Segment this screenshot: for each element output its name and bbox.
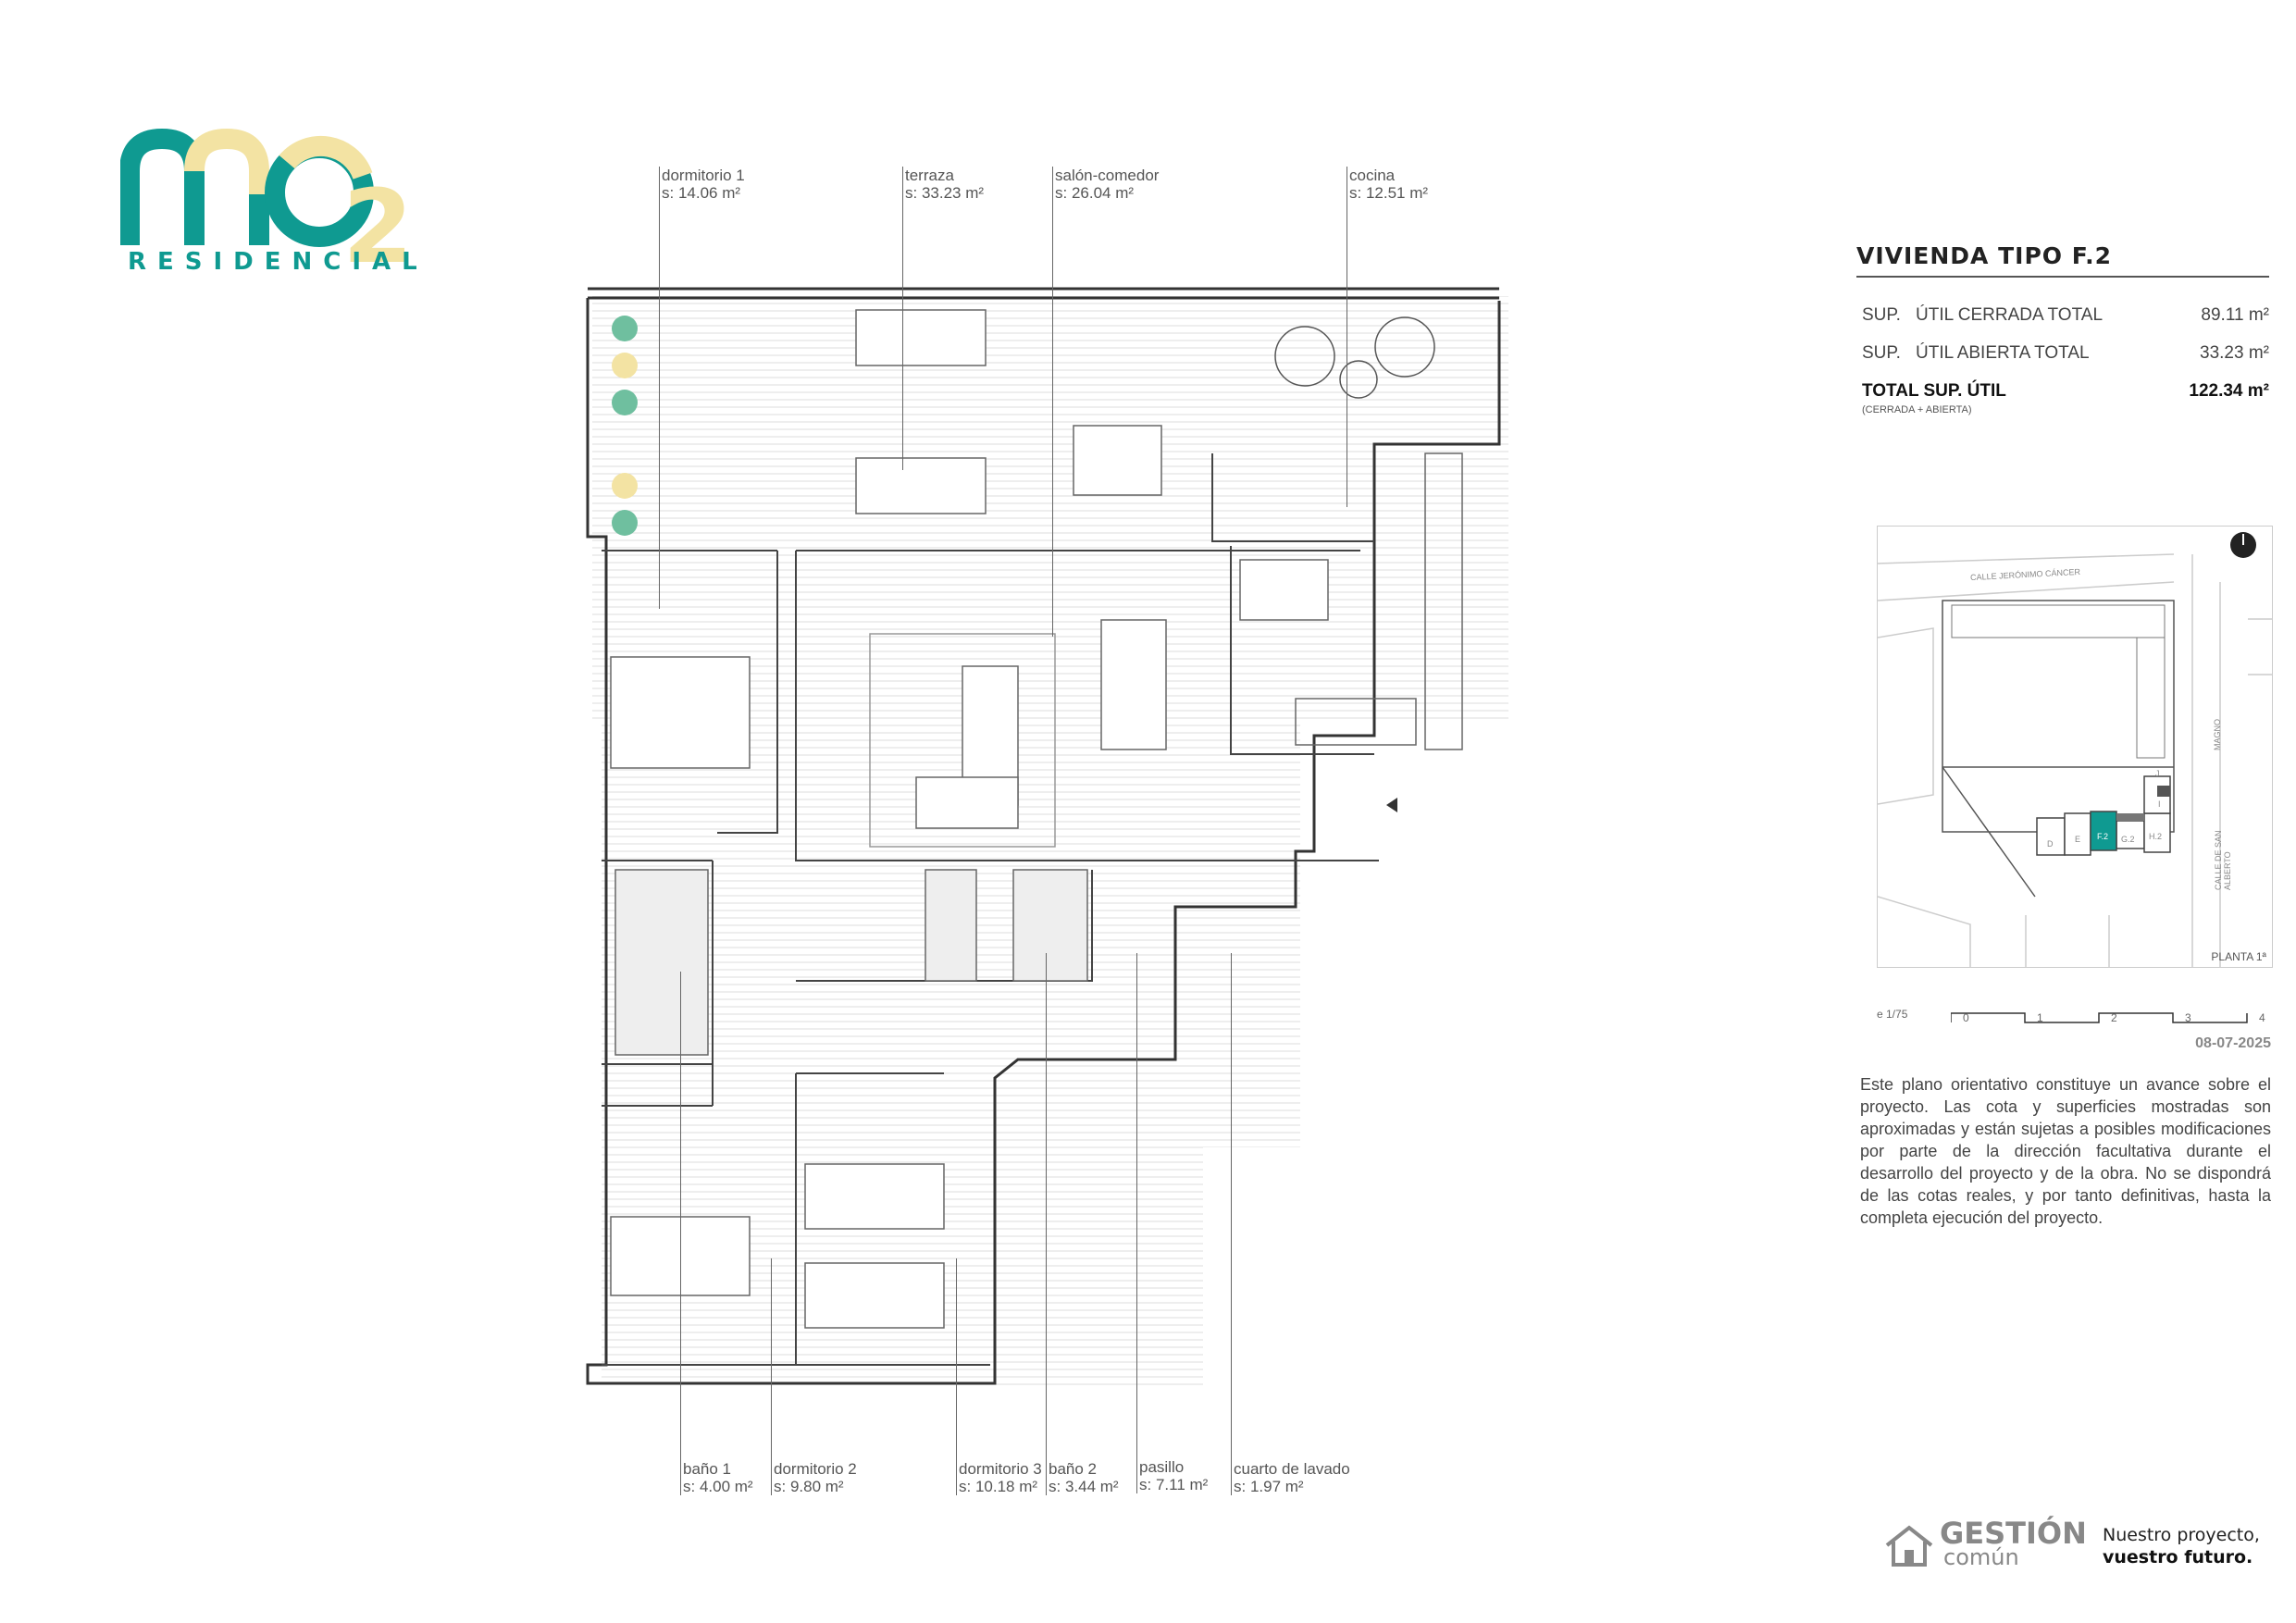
leader-bano-1 — [680, 972, 681, 1462]
leader-cuarto-lavado — [1231, 953, 1232, 1462]
unit-H2: H.2 — [2149, 832, 2163, 841]
logo-subscript: 2 — [342, 167, 414, 286]
footer-brand: GESTIÓN común Nuestro proyecto, vuestro … — [1884, 1518, 2273, 1573]
brand-gestion: GESTIÓN — [1940, 1516, 2087, 1551]
slogan-line-2: vuestro futuro. — [2103, 1547, 2253, 1567]
house-icon — [1885, 1525, 1933, 1567]
unit-F2: F.2 — [2097, 832, 2109, 841]
unit-G2: G.2 — [2121, 835, 2135, 844]
floor-plan — [586, 287, 1508, 1388]
street-right-label-1: CALLE DE SAN ALBERTO — [2214, 830, 2232, 890]
scale-tick-0: 0 — [1963, 1011, 1969, 1024]
scale-tick-2: 2 — [2111, 1011, 2117, 1024]
logo-residencial: RESIDENCIAL — [128, 248, 428, 276]
plan-date: 08-07-2025 — [2195, 1035, 2271, 1051]
floor-label: PLANTA 1ª — [2211, 950, 2266, 963]
unit-I: I — [2158, 799, 2161, 809]
unit-E: E — [2075, 835, 2081, 844]
scale-tick-3: 3 — [2185, 1011, 2191, 1024]
terrace-chairs — [1274, 316, 1435, 399]
unit-J: J — [2155, 769, 2160, 778]
scale-tick-1: 1 — [2037, 1011, 2043, 1024]
unit-D: D — [2047, 839, 2054, 849]
leader-dormitorio-1 — [659, 202, 660, 609]
leader-salon-comedor — [1052, 202, 1053, 637]
site-map: CALLE JERÓNIMO CÁNCER MAGNO CALLE DE SAN… — [1877, 526, 2273, 968]
dining-table — [1073, 425, 1329, 750]
north-icon — [2230, 532, 2256, 558]
summary-total-sub: (CERRADA + ABIERTA) — [1862, 404, 1972, 415]
leader-dormitorio-3 — [956, 1258, 957, 1462]
plants — [612, 316, 638, 536]
scale-tick-4: 4 — [2259, 1011, 2265, 1024]
unit-highlight — [2090, 811, 2117, 851]
site-map-drawing — [1877, 532, 2272, 967]
leader-terraza — [902, 202, 903, 470]
leader-pasillo — [1136, 953, 1137, 1460]
entrance-arrow — [1386, 798, 1397, 812]
slogan-line-1: Nuestro proyecto, — [2103, 1525, 2260, 1545]
scale-graphic — [1951, 1012, 2248, 1023]
living-rug — [869, 633, 1056, 848]
brand-comun: común — [1943, 1544, 2019, 1570]
title-rule — [1856, 276, 2269, 278]
bath-fixtures — [614, 869, 1088, 1056]
kitchen-counter — [1295, 452, 1463, 750]
scale-label: e 1/75 — [1877, 1008, 1908, 1021]
scale-bar: e 1/75 0 1 2 3 4 08-07-2025 — [1877, 1004, 2271, 1059]
disclaimer-note: Este plano orientativo constituye un ava… — [1860, 1075, 2271, 1227]
leader-bano-2 — [1046, 953, 1047, 1462]
leader-dormitorio-2 — [771, 1258, 772, 1462]
brand-logo: 2 RESIDENCIAL — [119, 120, 417, 286]
unit-title: VIVIENDA TIPO F.2 — [1856, 242, 2113, 269]
mo2-logo-icon — [119, 128, 374, 247]
street-right-label-2: MAGNO — [2213, 718, 2223, 751]
sofas — [855, 309, 1019, 829]
